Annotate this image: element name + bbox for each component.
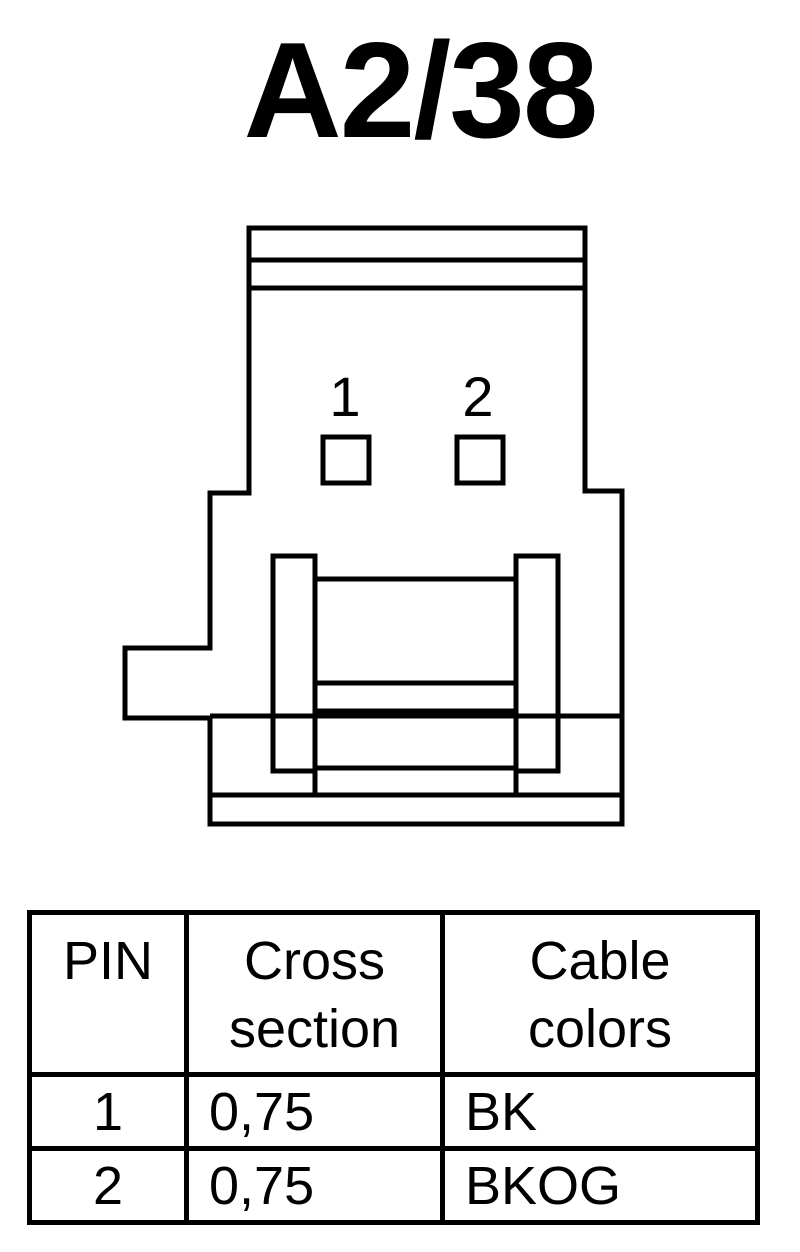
table-row: 2 0,75 BKOG — [27, 1146, 760, 1225]
pin-label-1: 1 — [329, 365, 360, 428]
header-cross-section: Cross section — [184, 910, 445, 1077]
pin-number: 1 — [27, 1072, 189, 1151]
connector-diagram: 1 2 — [122, 225, 625, 827]
header-cable-colors: Cable colors — [440, 910, 760, 1077]
pin-assignment-table: PIN Cross section Cable colors 1 0,75 BK… — [27, 910, 760, 1225]
pin-cavity-1 — [320, 434, 372, 486]
cross-section-value: 0,75 — [184, 1146, 445, 1225]
pin-label-2: 2 — [462, 365, 493, 428]
latch-post-left — [270, 553, 318, 774]
latch-post-right — [513, 553, 561, 774]
cross-section-value: 0,75 — [184, 1072, 445, 1151]
pin-number: 2 — [27, 1146, 189, 1225]
header-pin: PIN — [27, 910, 189, 1077]
table-row: 1 0,75 BK — [27, 1072, 760, 1151]
pin-cavity-2 — [454, 434, 506, 486]
connector-title: A2/38 — [243, 14, 599, 166]
cable-color-value: BK — [440, 1072, 760, 1151]
table-header-row: PIN Cross section Cable colors — [27, 910, 760, 1077]
housing-outline — [122, 225, 625, 827]
cable-color-value: BKOG — [440, 1146, 760, 1225]
